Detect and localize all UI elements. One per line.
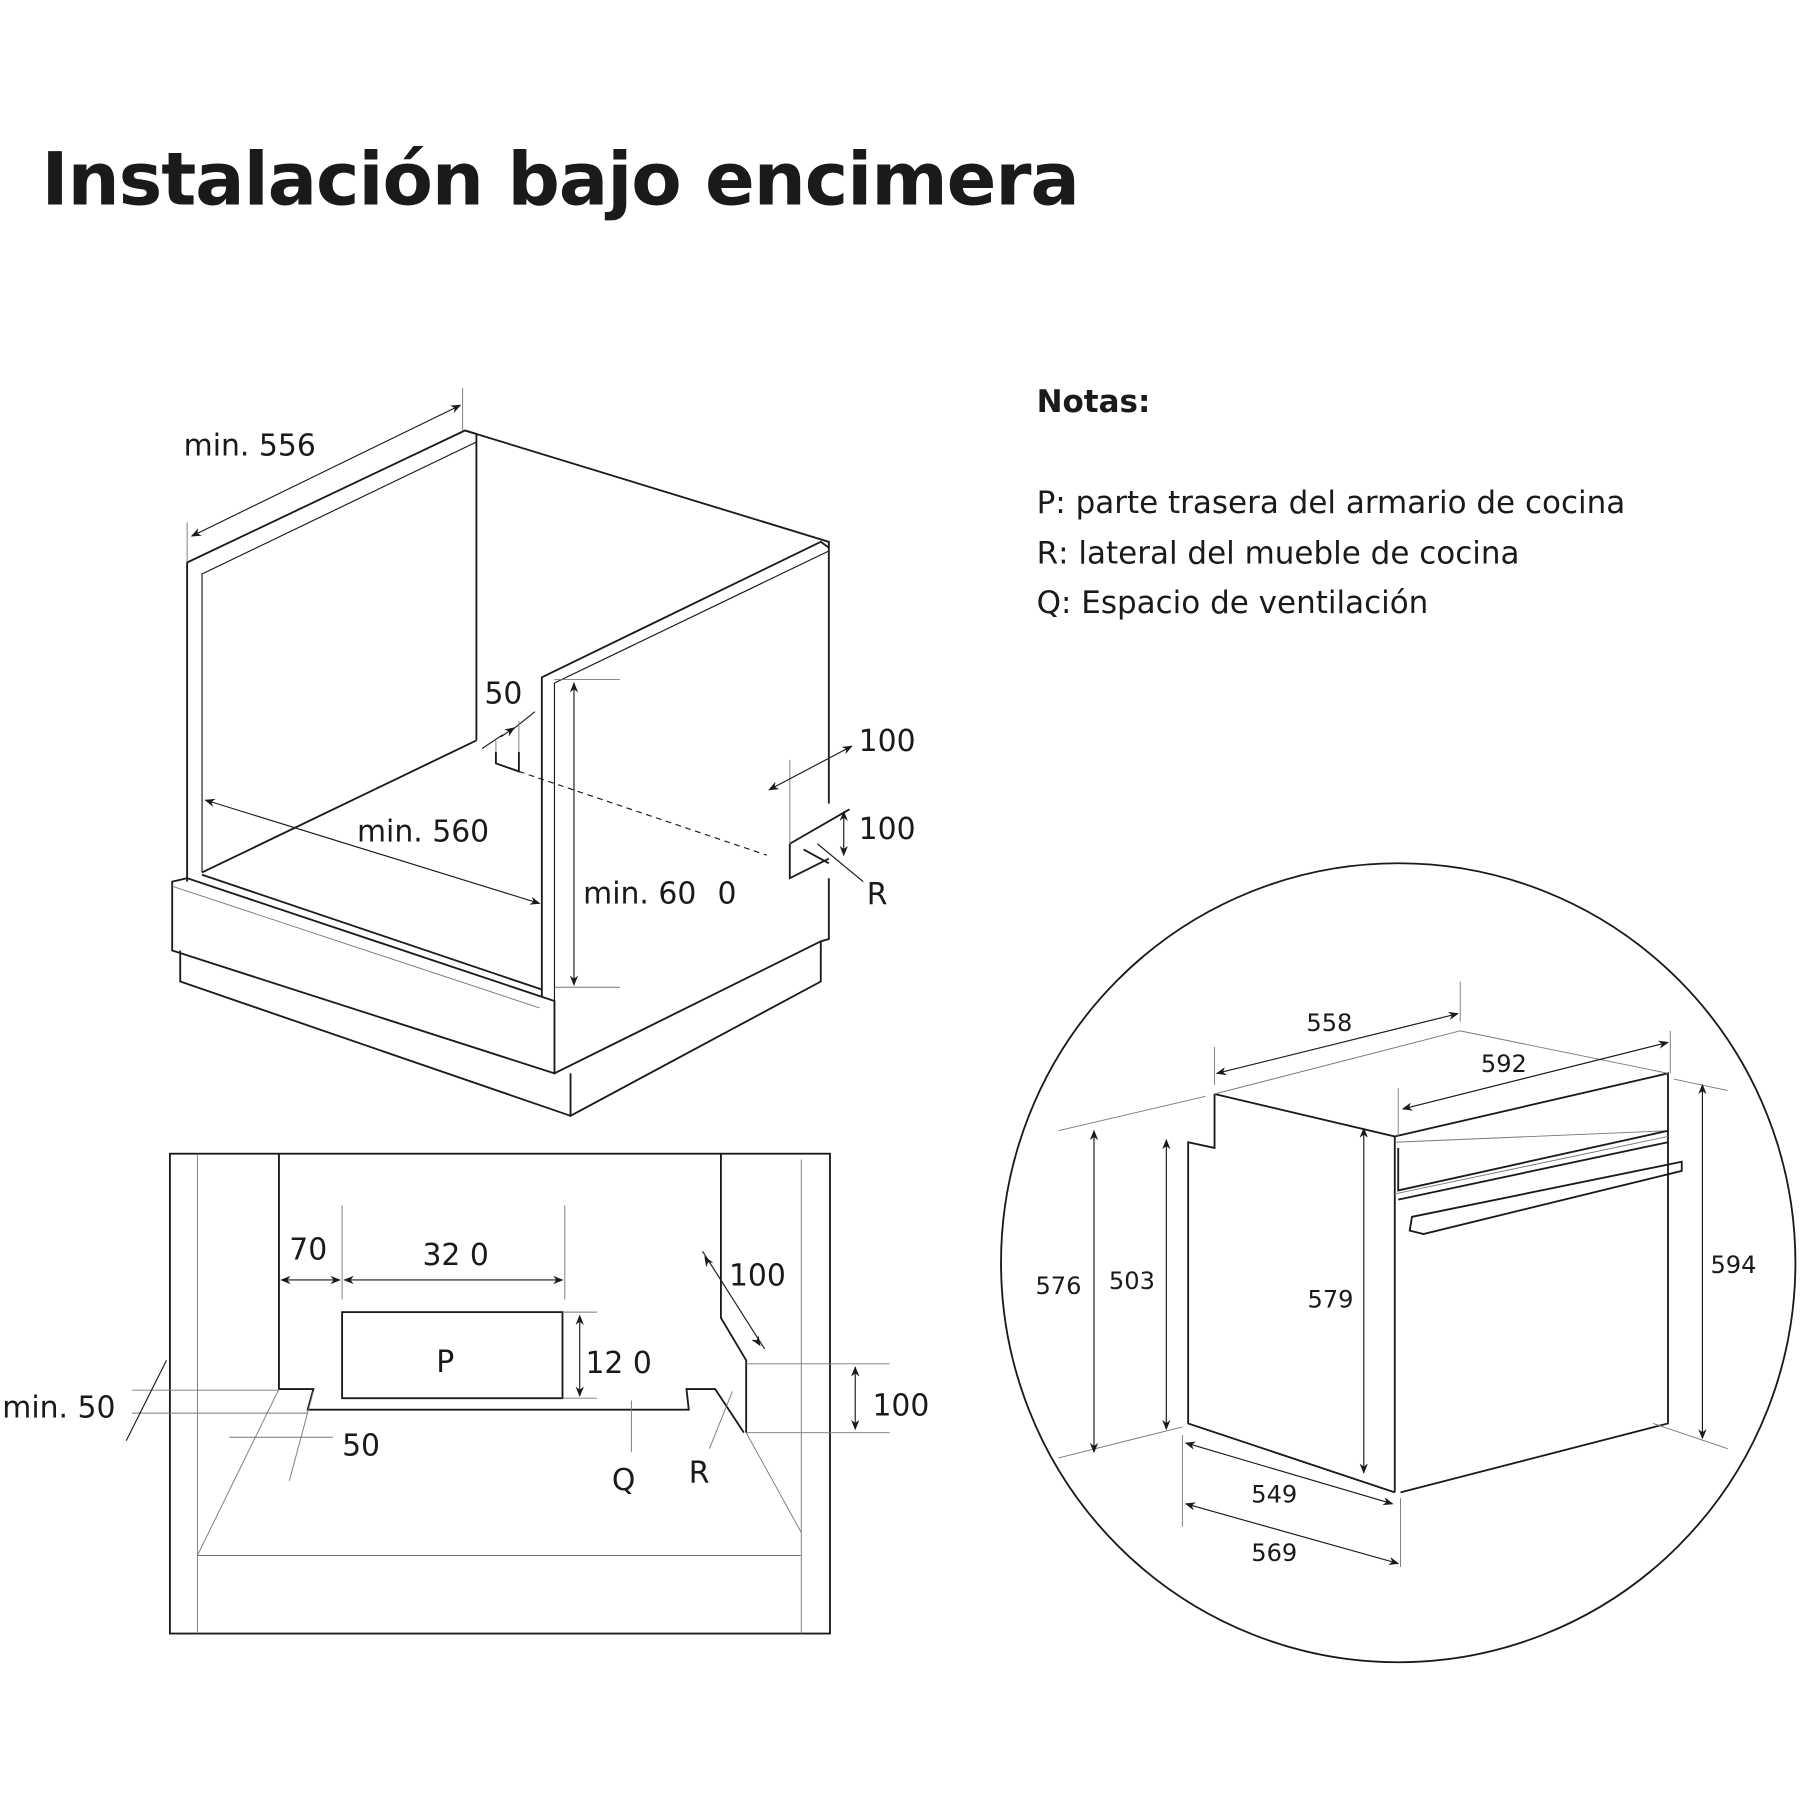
label-r-plan: R bbox=[689, 1456, 710, 1491]
label-q: Q bbox=[612, 1463, 635, 1498]
dim-slot-right-height: 100 bbox=[872, 1388, 929, 1423]
page-title: Instalación bajo encimera bbox=[41, 137, 1078, 222]
notes: Notas: P: parte trasera del armario de c… bbox=[1037, 384, 1626, 621]
dim-height-body: 503 bbox=[1109, 1267, 1155, 1295]
dim-front-width: 592 bbox=[1481, 1050, 1527, 1078]
dim-cabinet-height-suffix: 0 bbox=[717, 876, 736, 911]
dim-depth-total: 569 bbox=[1251, 1539, 1297, 1567]
dim-front-slot: 50 bbox=[342, 1429, 380, 1464]
dim-cabinet-depth: min. 560 bbox=[357, 814, 489, 849]
cabinet-isometric: min. 556 min. 560 min. 60 0 50 100 100 R bbox=[171, 388, 916, 1118]
dim-height-side: 579 bbox=[1308, 1286, 1354, 1314]
dim-cabinet-height: min. 60 bbox=[583, 876, 696, 911]
dim-vent-height: 100 bbox=[859, 812, 916, 847]
note-q: Q: Espacio de ventilación bbox=[1037, 585, 1429, 621]
note-r: R: lateral del mueble de cocina bbox=[1037, 536, 1520, 572]
label-p: P bbox=[436, 1345, 454, 1380]
dim-height-total: 576 bbox=[1035, 1272, 1081, 1300]
label-r: R bbox=[867, 878, 888, 913]
dim-depth-body: 549 bbox=[1251, 1481, 1297, 1509]
note-p: P: parte trasera del armario de cocina bbox=[1037, 485, 1626, 521]
dim-top-depth: 558 bbox=[1306, 1009, 1352, 1037]
dim-cabinet-width: min. 556 bbox=[184, 429, 316, 464]
dim-height-front: 594 bbox=[1710, 1251, 1756, 1279]
plan-view: P 70 32 0 12 0 100 100 min. 50 50 Q R bbox=[2, 1152, 929, 1635]
oven-detail: 558 592 576 503 579 594 549 569 bbox=[1000, 862, 1797, 1664]
dim-front-gap: min. 50 bbox=[2, 1391, 115, 1426]
dim-vent-offset: 100 bbox=[859, 724, 916, 759]
dim-slot-right: 100 bbox=[729, 1259, 786, 1294]
dim-side-gap: 70 bbox=[289, 1232, 327, 1267]
dim-vent-width: 32 0 bbox=[422, 1238, 488, 1273]
notes-heading: Notas: bbox=[1037, 384, 1151, 420]
dim-vent-height-plan: 12 0 bbox=[585, 1346, 651, 1381]
dim-back-gap: 50 bbox=[484, 677, 522, 712]
